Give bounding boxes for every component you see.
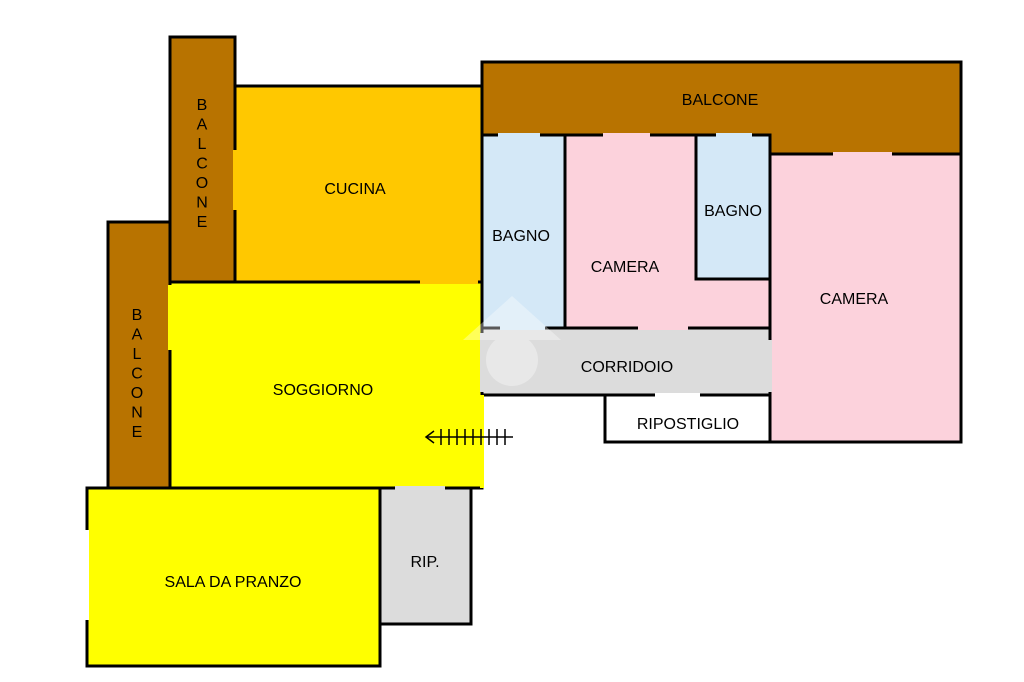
house-watermark-icon bbox=[463, 296, 561, 386]
room-camera-2[interactable] bbox=[768, 152, 963, 444]
room-rip[interactable] bbox=[378, 486, 473, 626]
label-bagno-1: BAGNO bbox=[492, 228, 550, 245]
room-cucina[interactable] bbox=[233, 84, 484, 284]
label-rip: RIP. bbox=[410, 554, 439, 571]
label-cucina: CUCINA bbox=[324, 181, 386, 198]
label-soggiorno: SOGGIORNO bbox=[273, 382, 373, 399]
door-openings bbox=[85, 133, 892, 620]
label-ripostiglio: RIPOSTIGLIO bbox=[637, 416, 739, 433]
label-corridoio: CORRIDOIO bbox=[581, 359, 673, 376]
label-camera-1: CAMERA bbox=[591, 259, 660, 276]
stairs-arrow-icon bbox=[424, 429, 513, 445]
room-bagno-2[interactable] bbox=[694, 133, 772, 281]
label-balcone-top: BALCONE bbox=[682, 92, 758, 109]
label-bagno-2: BAGNO bbox=[704, 203, 762, 220]
label-camera-2: CAMERA bbox=[820, 291, 889, 308]
label-sala-da-pranzo: SALA DA PRANZO bbox=[165, 574, 302, 591]
